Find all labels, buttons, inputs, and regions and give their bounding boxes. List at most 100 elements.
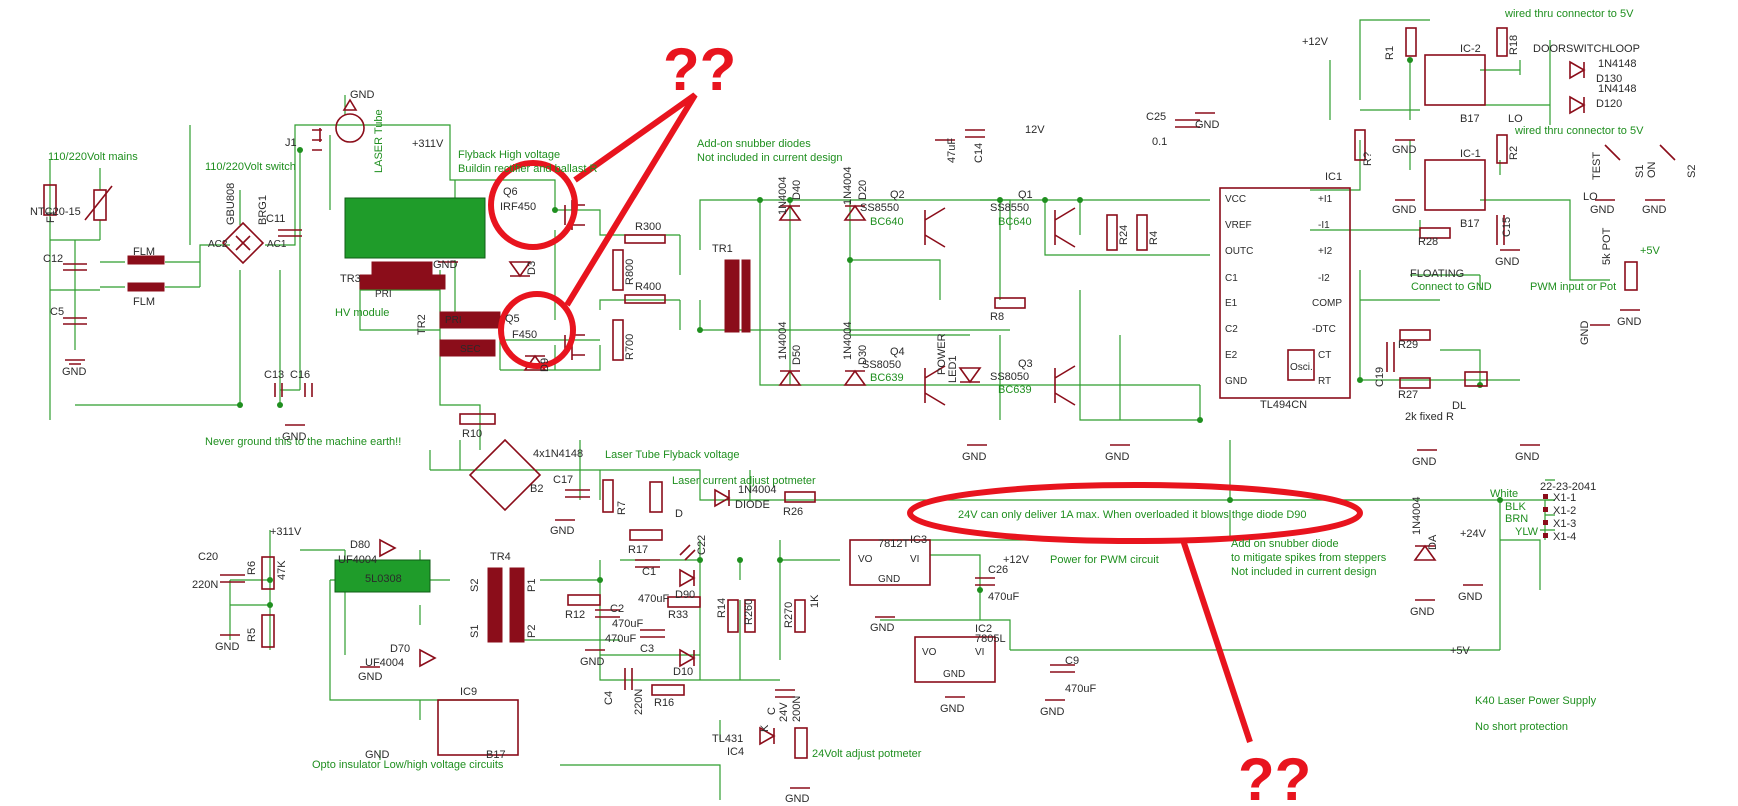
svg-text:1N4004: 1N4004 bbox=[777, 321, 789, 360]
svg-text:C3: C3 bbox=[640, 643, 654, 655]
svg-text:+311V: +311V bbox=[270, 526, 302, 538]
opto-ic9 bbox=[437, 699, 519, 756]
svg-text:C: C bbox=[766, 707, 778, 715]
svg-text:GND: GND bbox=[62, 366, 87, 378]
svg-text:C11: C11 bbox=[266, 213, 285, 225]
switches-s1-s2 bbox=[1604, 144, 1676, 161]
svg-text:E1: E1 bbox=[1225, 298, 1238, 309]
svg-text:E2: E2 bbox=[1225, 350, 1238, 361]
svg-text:1K: 1K bbox=[809, 594, 821, 608]
resistor-r270 bbox=[794, 599, 806, 633]
transistor-q3 bbox=[1054, 365, 1076, 406]
svg-text:ON: ON bbox=[1646, 161, 1658, 178]
svg-text:GND: GND bbox=[550, 525, 575, 537]
ntc-thermistor bbox=[93, 189, 107, 221]
caps-c12-c5 bbox=[63, 263, 87, 325]
svg-text:Q2: Q2 bbox=[890, 189, 905, 201]
svg-text:+I1: +I1 bbox=[1318, 194, 1333, 205]
note-stepper-3: Not included in current design bbox=[1231, 566, 1377, 578]
svg-text:GND: GND bbox=[1392, 144, 1417, 156]
transistor-q4 bbox=[924, 365, 946, 406]
opto-ic1 bbox=[1424, 159, 1486, 211]
diode-d20 bbox=[843, 204, 867, 221]
cap-c9 bbox=[1050, 664, 1075, 673]
svg-text:+311V: +311V bbox=[412, 138, 444, 150]
svg-text:D3: D3 bbox=[526, 261, 538, 275]
svg-text:GBU808: GBU808 bbox=[225, 183, 237, 225]
svg-text:Q5: Q5 bbox=[505, 313, 520, 325]
resistor-r300 bbox=[624, 234, 666, 244]
svg-text:B17: B17 bbox=[1460, 218, 1480, 230]
svg-text:BRG1: BRG1 bbox=[257, 195, 269, 225]
svg-text:S1: S1 bbox=[469, 625, 481, 638]
svg-text:SS8050: SS8050 bbox=[990, 371, 1029, 383]
led1 bbox=[958, 367, 982, 384]
question-marks-bottom: ?? bbox=[1238, 746, 1311, 806]
svg-text:7812T: 7812T bbox=[878, 538, 909, 550]
svg-text:X1-3: X1-3 bbox=[1553, 518, 1576, 530]
diode-d30 bbox=[843, 369, 867, 386]
svg-text:C15: C15 bbox=[1501, 217, 1513, 237]
svg-text:C9: C9 bbox=[1065, 655, 1079, 667]
resistor-r5 bbox=[261, 614, 275, 648]
svg-text:IC2: IC2 bbox=[975, 623, 992, 635]
svg-text:GND: GND bbox=[358, 671, 383, 683]
question-marks-top: ?? bbox=[663, 36, 736, 103]
transformer-tr1 bbox=[724, 259, 740, 333]
svg-text:FLOATING: FLOATING bbox=[1410, 268, 1464, 280]
cap-c22 bbox=[679, 544, 696, 561]
svg-text:C20: C20 bbox=[198, 551, 218, 563]
cap-c17 bbox=[565, 489, 590, 498]
svg-text:Q3: Q3 bbox=[1018, 358, 1033, 370]
pointer-lines-top bbox=[564, 92, 698, 307]
svg-text:GND: GND bbox=[1410, 606, 1435, 618]
cap-c14 bbox=[965, 129, 985, 138]
svg-text:DIODE: DIODE bbox=[735, 499, 770, 511]
svg-text:R24: R24 bbox=[1118, 225, 1130, 245]
svg-text:GND: GND bbox=[1040, 706, 1065, 718]
svg-text:VCC: VCC bbox=[1225, 194, 1246, 205]
svg-text:R14: R14 bbox=[716, 598, 728, 618]
svg-text:+24V: +24V bbox=[1460, 528, 1487, 540]
svg-text:BC639: BC639 bbox=[870, 372, 904, 384]
tr3-core bbox=[371, 261, 433, 275]
resistor-r6 bbox=[261, 556, 275, 590]
connector-x1 bbox=[1543, 494, 1548, 538]
svg-text:GND: GND bbox=[1515, 451, 1540, 463]
svg-text:IC9: IC9 bbox=[460, 686, 477, 698]
svg-text:7805L: 7805L bbox=[975, 633, 1006, 645]
svg-text:12V: 12V bbox=[1025, 124, 1045, 136]
svg-text:R5: R5 bbox=[246, 628, 258, 642]
resistor-r16 bbox=[651, 684, 685, 696]
svg-text:DL: DL bbox=[1452, 400, 1466, 412]
svg-text:R17: R17 bbox=[628, 544, 648, 556]
oscillator-block bbox=[1287, 349, 1315, 381]
regulator-ic2-7805 bbox=[914, 636, 996, 683]
note-stepper-2: to mitigate spikes from steppers bbox=[1231, 552, 1387, 564]
svg-text:BC640: BC640 bbox=[998, 216, 1032, 228]
svg-text:DOORSWITCHLOOP: DOORSWITCHLOOP bbox=[1533, 43, 1640, 55]
svg-text:VREF: VREF bbox=[1225, 220, 1252, 231]
resistor-r700 bbox=[612, 319, 624, 361]
note-connect-gnd: Connect to GND bbox=[1411, 281, 1492, 293]
svg-text:R260: R260 bbox=[743, 599, 755, 625]
svg-text:R29: R29 bbox=[1398, 339, 1418, 351]
pot-5k bbox=[1624, 261, 1638, 291]
overload-note: 24V can only deliver 1A max. When overlo… bbox=[958, 509, 1307, 521]
svg-text:R8: R8 bbox=[990, 311, 1004, 323]
resistor-r7 bbox=[602, 479, 614, 513]
svg-text:R300: R300 bbox=[635, 221, 661, 233]
svg-text:470uF: 470uF bbox=[988, 591, 1019, 603]
svg-text:GND: GND bbox=[282, 431, 307, 443]
cap-c bbox=[775, 689, 795, 698]
svg-text:GND: GND bbox=[878, 574, 900, 585]
resistor-r4 bbox=[1136, 214, 1148, 251]
svg-text:White: White bbox=[1490, 488, 1518, 500]
svg-text:AC2: AC2 bbox=[208, 239, 228, 250]
ic1-tl494 bbox=[1219, 187, 1351, 399]
component-labels: +311V +311V NTC20-15 F1 C12 C5 FLM FLM G… bbox=[30, 35, 1698, 805]
svg-text:0.1: 0.1 bbox=[1152, 136, 1167, 148]
fuse-f1 bbox=[43, 184, 57, 216]
note-opto: Opto insulator Low/high voltage circuits bbox=[312, 759, 504, 771]
laser-tube bbox=[335, 113, 365, 143]
